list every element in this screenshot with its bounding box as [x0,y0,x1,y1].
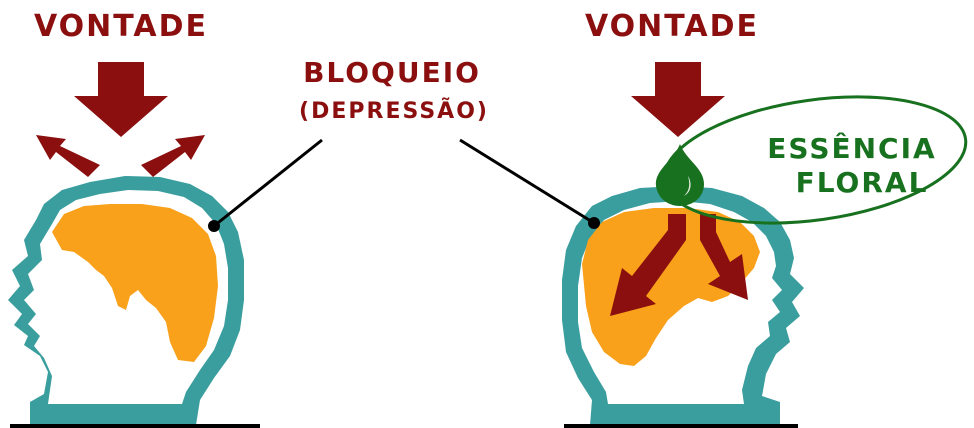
pointer-line-left [213,138,323,228]
pointer-dot-right [588,217,600,229]
left-outward-arrow-left [36,135,100,177]
left-outward-arrow-right [141,135,205,177]
right-ground-line [564,424,798,428]
left-head-group [8,176,260,428]
pointer-dot-left [208,220,220,232]
right-internal-arrows [610,214,748,316]
internal-arrow-left [610,214,686,316]
internal-arrow-right [700,214,748,300]
left-down-arrow [74,62,168,137]
left-brain-blob [52,204,218,362]
drop-highlight [684,176,691,196]
left-arrows [36,62,205,177]
essence-oval [662,95,968,225]
left-vontade-label: VONTADE [34,9,208,44]
essencia-label: ESSÊNCIA [767,131,936,165]
right-vontade-label: VONTADE [585,9,759,44]
depressao-label: (DEPRESSÃO) [299,98,489,124]
left-ground-line [10,424,260,428]
pointer-line-right [459,138,595,225]
floral-label: FLORAL [796,166,929,199]
bloqueio-label: BLOQUEIO [303,56,481,89]
right-down-arrow [631,62,725,137]
